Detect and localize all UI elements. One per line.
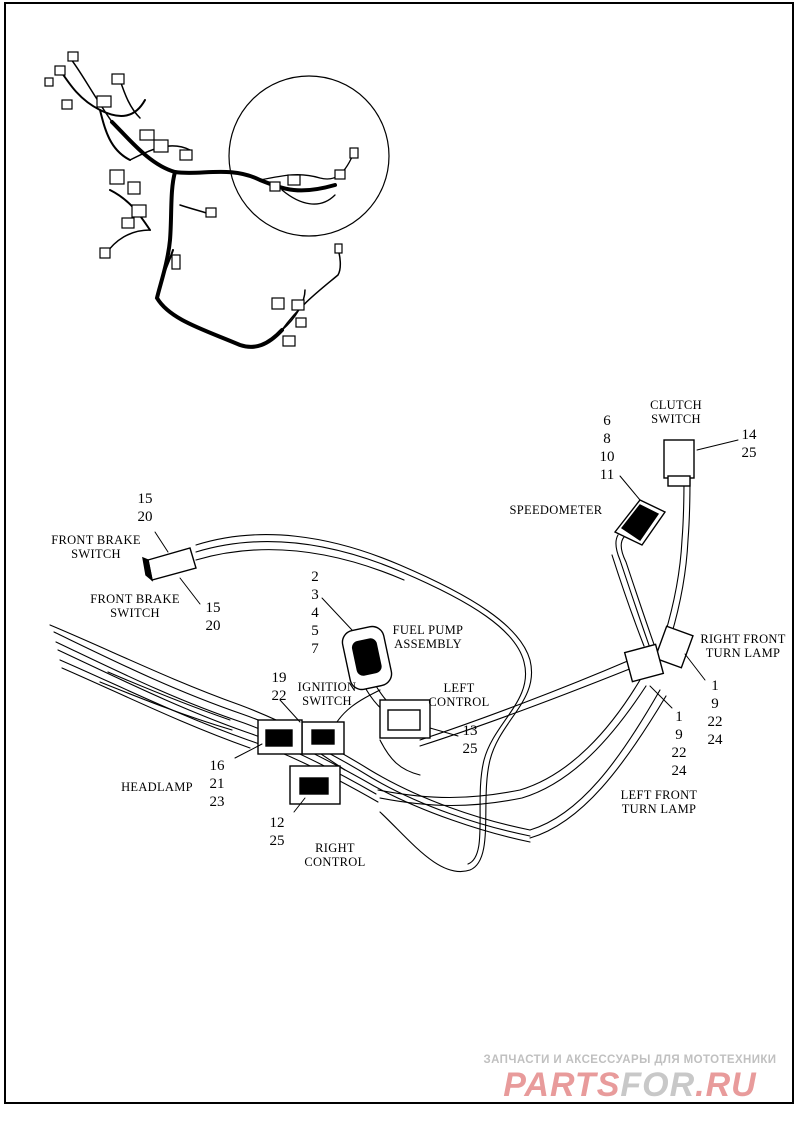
callout-headlamp: 16 21 23 — [209, 758, 225, 810]
callout-clutch-switch: 14 25 — [741, 427, 757, 461]
label-headlamp: HEADLAMP — [121, 780, 193, 794]
callout-left-front-turn-lamp: 1 9 22 24 — [671, 709, 687, 779]
label-front-brake-switch-a: FRONT BRAKE SWITCH — [51, 533, 141, 561]
watermark: ЗАПЧАСТИ И АКСЕССУАРЫ ДЛЯ МОТОТЕХНИКИ PA… — [470, 1054, 790, 1105]
label-front-brake-switch-b: FRONT BRAKE SWITCH — [90, 592, 180, 620]
callout-right-front-turn-lamp: 1 9 22 24 — [707, 678, 723, 748]
watermark-tagline: ЗАПЧАСТИ И АКСЕССУАРЫ ДЛЯ МОТОТЕХНИКИ — [483, 1054, 777, 1066]
detail-harness — [49, 439, 739, 873]
callout-front-brake-switch-b: 15 20 — [205, 600, 221, 634]
drawing-frame — [4, 2, 794, 1104]
callout-fuel-pump-assembly: 2 3 4 5 7 — [311, 569, 319, 657]
watermark-logo-parts: PARTS — [503, 1066, 621, 1104]
label-speedometer: SPEEDOMETER — [509, 503, 603, 517]
label-left-front-turn-lamp: LEFT FRONT TURN LAMP — [620, 788, 698, 816]
label-right-front-turn-lamp: RIGHT FRONT TURN LAMP — [700, 632, 786, 660]
callout-speedometer: 6 8 10 11 — [599, 413, 615, 483]
callout-right-control: 12 25 — [269, 815, 285, 849]
callout-left-control: 13 25 — [462, 723, 478, 757]
callout-front-brake-switch-a: 15 20 — [137, 491, 153, 525]
label-clutch-switch: CLUTCH SWITCH — [650, 398, 702, 426]
front-brake-switch-connector — [147, 547, 197, 581]
callout-ignition-switch: 19 22 — [271, 670, 287, 704]
right-front-turn-lamp-connector — [654, 625, 694, 669]
watermark-logo-for: FOR — [620, 1066, 696, 1104]
label-right-control: RIGHT CONTROL — [304, 841, 366, 869]
left-front-turn-lamp-connector — [623, 643, 665, 683]
clutch-switch-connector — [663, 439, 695, 479]
watermark-logo-ru: .RU — [695, 1066, 757, 1104]
detail-magnifier-circle — [228, 75, 390, 237]
watermark-logo: PARTSFOR.RU — [470, 1066, 790, 1105]
label-ignition-switch: IGNITION SWITCH — [297, 680, 357, 708]
label-fuel-pump-assembly: FUEL PUMP ASSEMBLY — [392, 623, 464, 651]
overview-harness — [44, 51, 390, 349]
label-left-control: LEFT CONTROL — [428, 681, 490, 709]
